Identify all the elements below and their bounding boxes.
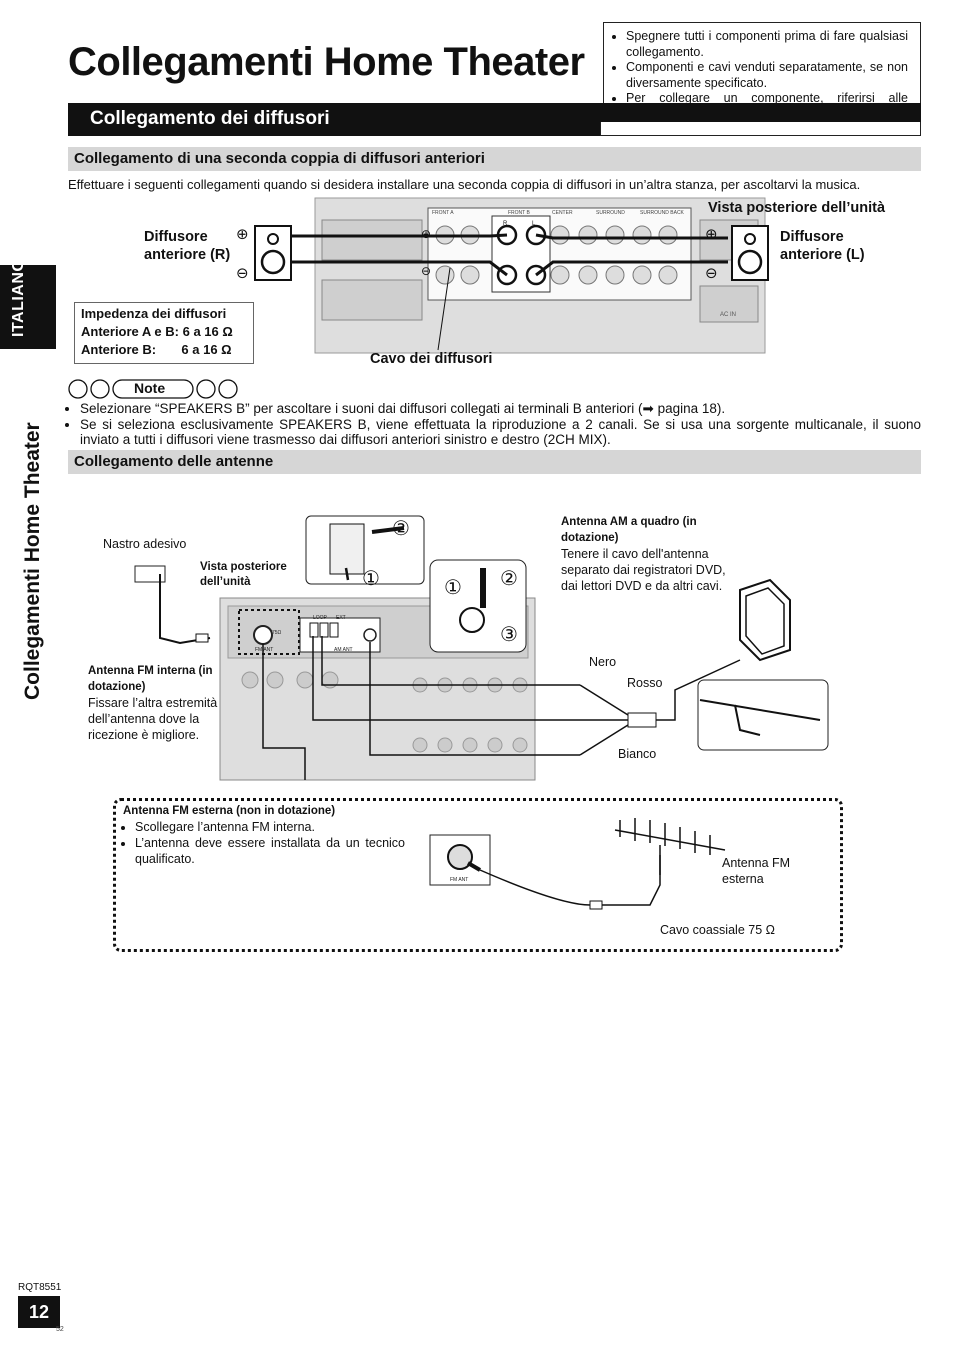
minus-mark: ⊖	[236, 265, 249, 282]
external-fm-box	[113, 798, 843, 952]
label-rear-view: Vista posteriore dell’unità	[708, 200, 886, 216]
speaker-right-icon	[254, 225, 292, 281]
note-label: Note	[134, 380, 166, 396]
ohm-label: 75Ω	[272, 630, 282, 636]
side-tab-language: ITALIANO	[0, 259, 56, 349]
label-rear-view-antenna: Vista posteriore dell’unità	[200, 561, 287, 588]
speaker-diagram: FRONT A FRONT B CENTER SURROUND SURROUND…	[254, 197, 769, 354]
note-item: Se si seleziona esclusivamente SPEAKERS …	[80, 417, 921, 448]
am-loop-antenna-icon	[739, 578, 791, 662]
panel-l: L	[532, 221, 536, 227]
panel-front-a: FRONT A	[432, 210, 454, 216]
fm-indoor-antenna-wire	[159, 574, 211, 645]
plus-mark: ⊕	[705, 226, 718, 243]
label-bianco: Bianco	[618, 747, 657, 761]
step-3-marker: ③	[500, 624, 518, 646]
terminal-block	[427, 207, 692, 301]
am-ant-panel-label: AM ANT	[334, 647, 353, 653]
step-2-marker: ②	[392, 518, 410, 540]
fm-ant-dashed-area	[238, 609, 300, 655]
panel-center: CENTER	[552, 210, 573, 216]
antenna-section-bar: Collegamento delle antenne	[68, 450, 921, 474]
label-speaker-r: Diffusore anteriore (R)	[144, 229, 231, 263]
impedance-ab: Anteriore A e B: 6 a 16 Ω	[81, 324, 233, 339]
side-tab-language-label: ITALIANO	[10, 258, 27, 337]
panel-r: R	[503, 221, 508, 227]
fm-indoor-text: Fissare l’altra estremità dell’antenna d…	[88, 696, 218, 742]
tape-icon	[134, 565, 166, 583]
label-coax-cable: Cavo coassiale 75 Ω	[660, 923, 775, 937]
model-number: RQT8551	[18, 1282, 62, 1293]
coax-cable	[479, 855, 661, 906]
external-antenna-icon	[614, 818, 726, 875]
panel-surround: SURROUND	[596, 210, 625, 216]
label-nero: Nero	[589, 655, 617, 669]
antenna-wires	[262, 636, 741, 780]
am-text: Tenere il cavo dell'antenna separato dai…	[561, 547, 726, 593]
label-external-antenna: Antenna FM esterna	[722, 856, 791, 886]
fm-indoor-title: Antenna FM interna (in dotazione)	[88, 665, 213, 693]
panel-surround-back: SURROUND BACK	[640, 210, 685, 216]
inset-screw	[429, 559, 527, 653]
subsection-title: Collegamento di una seconda coppia di di…	[74, 150, 485, 167]
info-item: Componenti e cavi venduti separatamente,…	[626, 60, 908, 91]
antenna-section-title: Collegamento delle antenne	[74, 453, 274, 470]
label-rosso: Rosso	[627, 676, 663, 690]
plus-mark: ⊕	[236, 226, 249, 243]
minus-mark: ⊖	[421, 264, 432, 278]
external-jack-label: FM ANT	[450, 877, 468, 883]
speaker-cable	[292, 233, 728, 277]
label-cable: Cavo dei diffusori	[370, 351, 493, 367]
loop-label: LOOP	[313, 615, 328, 621]
panel-ac-in: AC IN	[720, 312, 736, 318]
info-box-tail	[600, 122, 921, 136]
antenna-diagram: FM ANT AM ANT LOOP EXT 75Ω	[134, 515, 829, 781]
impedance-box: Impedenza dei diffusori Anteriore A e B:…	[74, 302, 254, 364]
subsection-bar: Collegamento di una seconda coppia di di…	[68, 147, 921, 171]
label-tape: Nastro adesivo	[103, 537, 187, 551]
section-bar-speakers: Collegamento dei diffusori	[68, 103, 921, 136]
note-heading-decor	[68, 379, 238, 399]
fm-jack-box	[429, 834, 491, 886]
external-fm-title: Antenna FM esterna (non in dotazione)	[123, 805, 336, 817]
step-1-marker: ①	[362, 568, 380, 590]
inset-loop-stand	[697, 679, 829, 751]
note-item: Selezionare “SPEAKERS B” per ascoltare i…	[80, 401, 921, 417]
external-fm-item: L’antenna deve essere installata da un t…	[135, 835, 405, 867]
section-title-speakers: Collegamento dei diffusori	[90, 108, 330, 129]
am-block: Antenna AM a quadro (in dotazione) Tener…	[561, 514, 741, 594]
page-number: 12	[18, 1296, 60, 1328]
step-1-marker: ①	[444, 577, 462, 599]
external-fm-block: Antenna FM esterna (non in dotazione) Sc…	[123, 803, 405, 867]
info-item: Spegnere tutti i componenti prima di far…	[626, 29, 908, 60]
external-fm-diagram: FM ANT	[429, 818, 726, 910]
minus-mark: ⊖	[705, 265, 718, 282]
panel-front-b: FRONT B	[508, 210, 531, 216]
impedance-title: Impedenza dei diffusori	[81, 306, 227, 321]
ext-label: EXT	[336, 615, 346, 621]
external-fm-item: Scollegare l’antenna FM interna.	[135, 819, 405, 835]
sub-page-number: 52	[56, 1326, 64, 1333]
cable-pointer	[437, 267, 451, 351]
label-speaker-l: Diffusore anteriore (L)	[780, 229, 865, 263]
side-tab-section-label: Collegamenti Home Theater	[21, 422, 44, 700]
speaker-left-icon	[731, 225, 769, 281]
note-list: Selezionare “SPEAKERS B” per ascoltare i…	[68, 401, 921, 448]
step-2-marker: ②	[500, 568, 518, 590]
page-title: Collegamenti Home Theater	[68, 40, 585, 84]
impedance-b: Anteriore B: 6 a 16 Ω	[81, 342, 232, 357]
intro-text: Effettuare i seguenti collegamenti quand…	[68, 177, 861, 192]
fm-ant-panel-label: FM ANT	[255, 647, 273, 653]
plus-mark: ⊕	[421, 227, 432, 241]
fm-indoor-block: Antenna FM interna (in dotazione) Fissar…	[88, 663, 218, 743]
am-title: Antenna AM a quadro (in dotazione)	[561, 516, 697, 544]
